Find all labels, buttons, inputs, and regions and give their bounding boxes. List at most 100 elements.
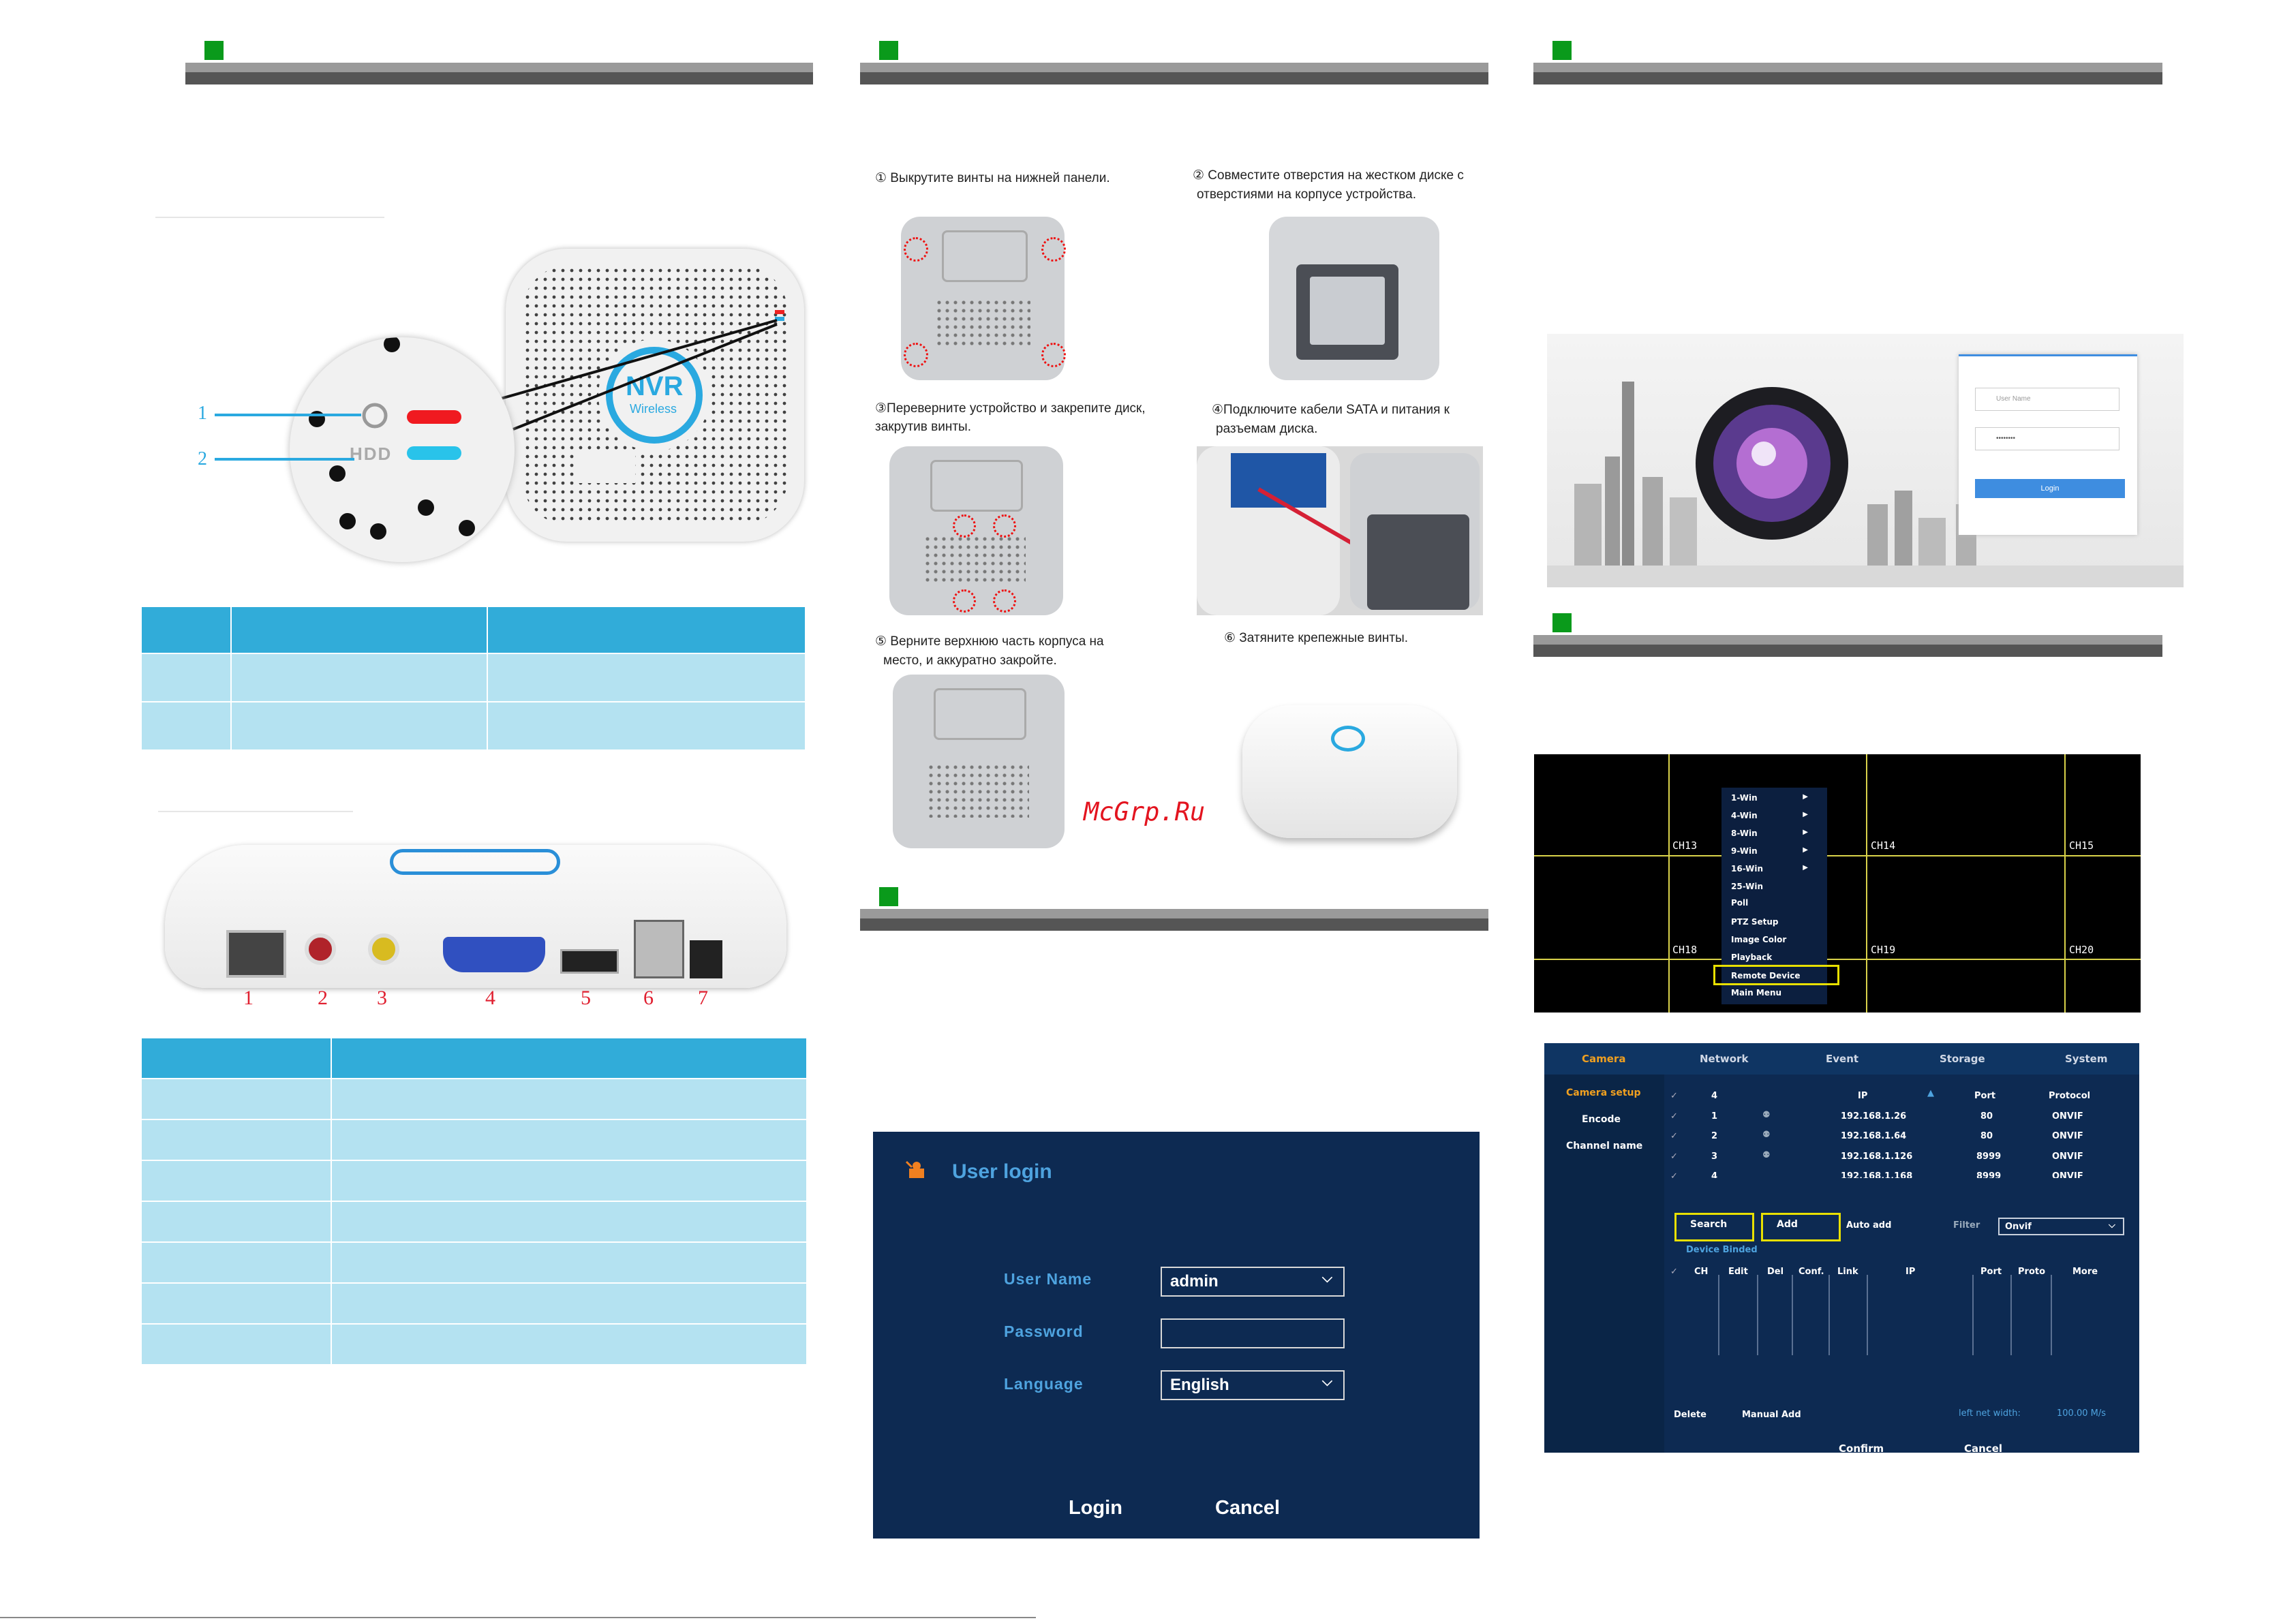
screw-marker [953,589,976,613]
search-button[interactable]: Search [1674,1213,1754,1241]
check-icon[interactable]: ✓ [1670,1171,1678,1178]
sidebar-item-encode[interactable]: Encode [1582,1114,1621,1125]
camera-setup-window: Camera Network Event Storage System Came… [1544,1043,2139,1455]
web-user-placeholder: User Name [1996,395,2031,403]
table-header-row [140,606,806,654]
menu-item-image-color[interactable]: Image Color [1731,935,1787,944]
menu-item-remote-device[interactable]: Remote Device [1713,965,1839,985]
screw-marker [953,514,976,538]
delete-button[interactable]: Delete [1674,1410,1706,1420]
row-ip: 192.168.1.126 [1841,1151,1913,1162]
tab-camera[interactable]: Camera [1582,1053,1626,1065]
confirm-button[interactable]: Confirm [1839,1442,1884,1455]
section-marker [879,41,898,60]
step-4-text-line2: разъемам диска. [1216,422,1318,436]
section-header-bar [185,41,813,86]
password-label: Password [1004,1323,1084,1340]
camera-icon: ⚉ [1762,1110,1771,1120]
sort-up-icon[interactable]: ▲ [1927,1088,1934,1098]
sidebar-item-channel-name[interactable]: Channel name [1566,1141,1643,1151]
user-name-value: admin [1170,1272,1219,1290]
screw-marker [1041,343,1066,367]
tab-event[interactable]: Event [1826,1053,1859,1065]
tab-system[interactable]: System [2065,1053,2108,1065]
table-row [140,1201,808,1243]
manual-add-button[interactable]: Manual Add [1742,1410,1801,1420]
add-label: Add [1777,1219,1798,1230]
bound-col-proto: Proto [2018,1267,2046,1277]
device-binded-label: Device Binded [1686,1245,1758,1255]
check-icon[interactable]: ✓ [1670,1111,1678,1122]
port-table [140,1037,808,1365]
check-icon[interactable]: ✓ [1670,1151,1678,1162]
net-width-value: 100.00 M/s [2057,1408,2106,1419]
language-select[interactable]: English ⌵ [1161,1370,1345,1400]
channel-label: CH14 [1871,839,1896,852]
auto-add-label[interactable]: Auto add [1846,1220,1892,1231]
row-no: 1 [1711,1111,1718,1122]
sidebar-item-camera-setup[interactable]: Camera setup [1566,1087,1641,1098]
user-login-icon [905,1160,928,1181]
user-login-title: User login [952,1160,1052,1183]
bound-col-more: More [2072,1267,2098,1277]
camera-icon: ⚉ [1762,1150,1771,1160]
screw-marker [904,343,928,367]
row-port: 8999 [1976,1151,2002,1162]
check-icon[interactable]: ✓ [1670,1267,1678,1277]
web-login-button[interactable]: Login [1975,479,2125,498]
filter-select[interactable]: Onvif ⌵ [1998,1218,2124,1235]
row-port: 80 [1980,1131,1993,1141]
login-button[interactable]: Login [1069,1497,1122,1519]
user-name-select[interactable]: admin ⌵ [1161,1267,1345,1297]
cancel-button[interactable]: Cancel [1964,1442,2003,1455]
chevron-right-icon: ▶ [1803,846,1808,854]
cancel-button[interactable]: Cancel [1215,1497,1281,1519]
channel-label: CH18 [1672,944,1698,956]
language-value: English [1170,1376,1229,1394]
section-marker [1552,41,1572,60]
menu-item-1-win[interactable]: 1-Win▶ [1731,793,1808,803]
net-width-label: left net width: [1959,1408,2021,1419]
step-5-image [893,675,1065,848]
rj45-port [226,930,286,978]
table-row [140,653,806,702]
menu-item-9-win[interactable]: 9-Win▶ [1731,846,1808,856]
user-name-label: User Name [1004,1270,1092,1288]
check-icon[interactable]: ✓ [1670,1091,1678,1101]
table-row [140,1078,808,1120]
section-header-bar [860,41,1488,86]
menu-item-ptz-setup[interactable]: PTZ Setup [1731,917,1779,927]
audio-port [305,933,336,965]
web-password-input[interactable]: •••••••• [1975,427,2119,450]
channel-label: CH19 [1871,944,1896,956]
add-button[interactable]: Add [1761,1213,1841,1241]
menu-item-4-win[interactable]: 4-Win▶ [1731,811,1808,820]
front-panel-zoom: HDD [290,337,515,562]
port-number-4: 4 [485,987,495,1009]
web-user-input[interactable]: User Name [1975,388,2119,411]
row-no: 4 [1711,1171,1718,1178]
table-row [140,1160,808,1202]
menu-item-25-win[interactable]: 25-Win [1731,882,1764,891]
menu-item-playback[interactable]: Playback [1731,953,1773,962]
tab-network[interactable]: Network [1700,1053,1749,1065]
step-4-image [1197,446,1483,615]
tab-storage[interactable]: Storage [1940,1053,1985,1065]
hdmi-port [560,949,619,974]
filter-label: Filter [1953,1220,1980,1231]
menu-item-16-win[interactable]: 16-Win▶ [1731,864,1808,874]
menu-item-main-menu[interactable]: Main Menu [1731,988,1782,998]
check-icon[interactable]: ✓ [1670,1131,1678,1141]
row-protocol: ONVIF [2052,1151,2083,1162]
divider [155,217,384,218]
chevron-right-icon: ▶ [1803,811,1808,818]
step-4-text-line1: ④Подключите кабели SATA и питания к [1212,403,1450,417]
password-field[interactable] [1161,1318,1345,1348]
web-login-banner: User Name •••••••• Login [1547,334,2184,587]
tab-bar [1544,1043,2139,1075]
menu-item-poll[interactable]: Poll [1731,898,1749,908]
menu-item-remote-device-label: Remote Device [1731,971,1801,980]
menu-item-8-win[interactable]: 8-Win▶ [1731,829,1808,838]
hdd-label: HDD [350,444,393,464]
section-header-bar [1533,41,2162,86]
